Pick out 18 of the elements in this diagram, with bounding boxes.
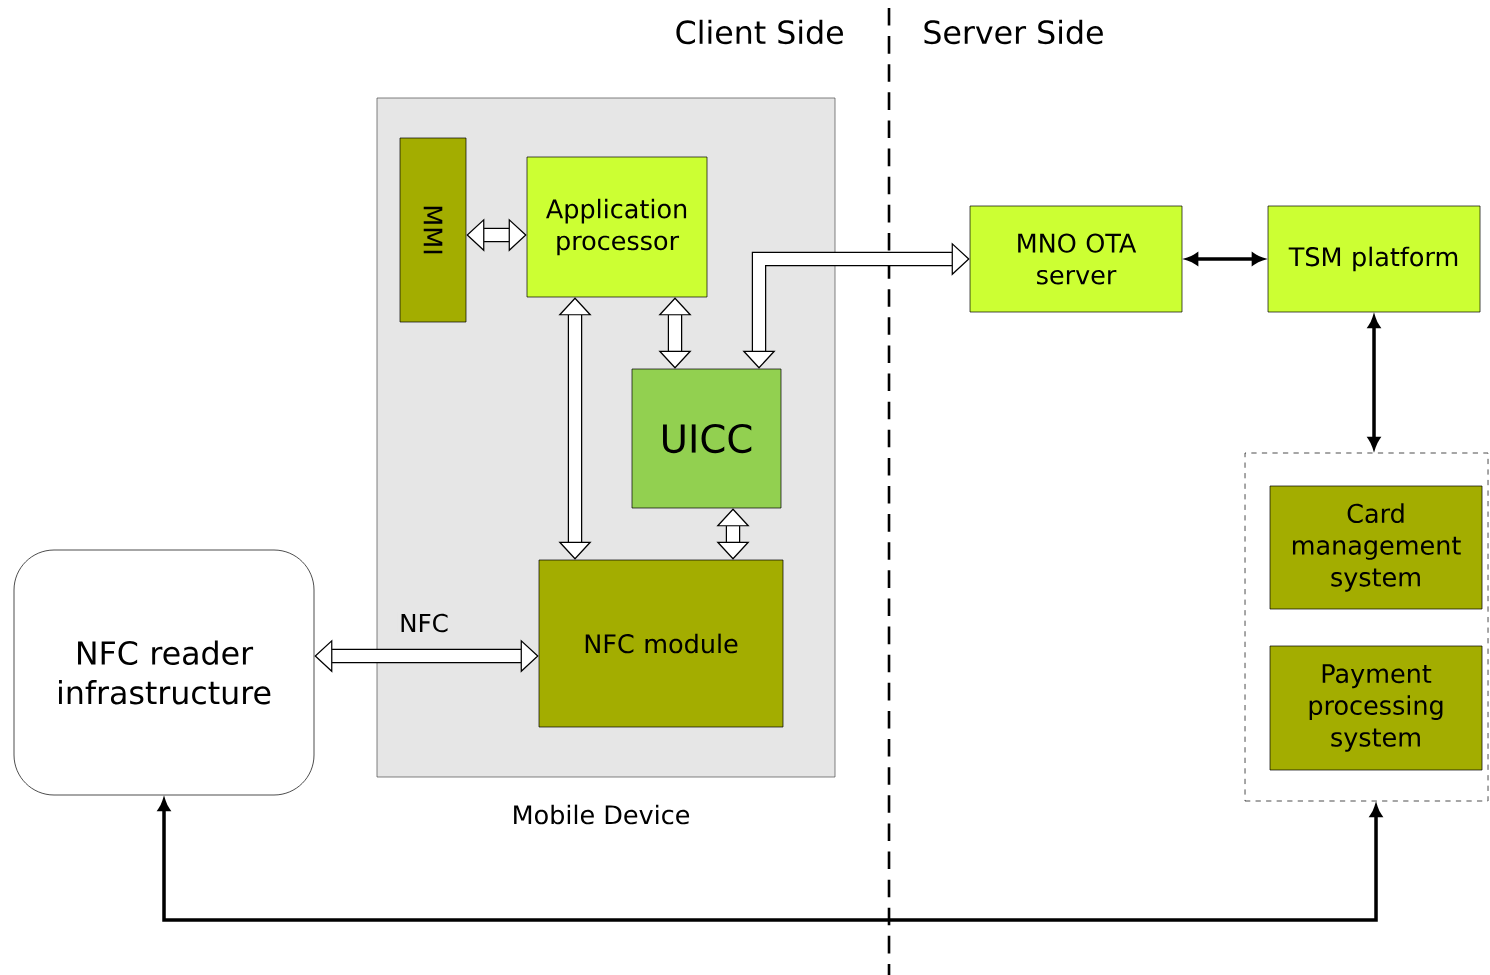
rounded-box: NFC reader infrastructure [13, 549, 315, 796]
hollow-arrow [716, 508, 750, 560]
hollow-arrow [466, 218, 527, 252]
hollow-arrow [658, 297, 692, 369]
process-box: Card management system [1269, 485, 1483, 610]
edge-label: NFC [397, 611, 451, 635]
process-box: MNO OTA server [969, 205, 1183, 313]
hollow-arrow [314, 639, 539, 673]
process-box: UICC [631, 368, 782, 509]
process-box: Application processor [526, 156, 708, 298]
hollow-arrow [558, 297, 592, 560]
side-heading: Server Side [924, 19, 1103, 45]
process-box: NFC module [538, 559, 784, 728]
process-box: TSM platform [1267, 205, 1481, 313]
process-box: Payment processing system [1269, 645, 1483, 771]
panel-caption: Mobile Device [514, 804, 690, 825]
side-heading: Client Side [676, 19, 843, 45]
process-box: MMI [399, 137, 467, 323]
